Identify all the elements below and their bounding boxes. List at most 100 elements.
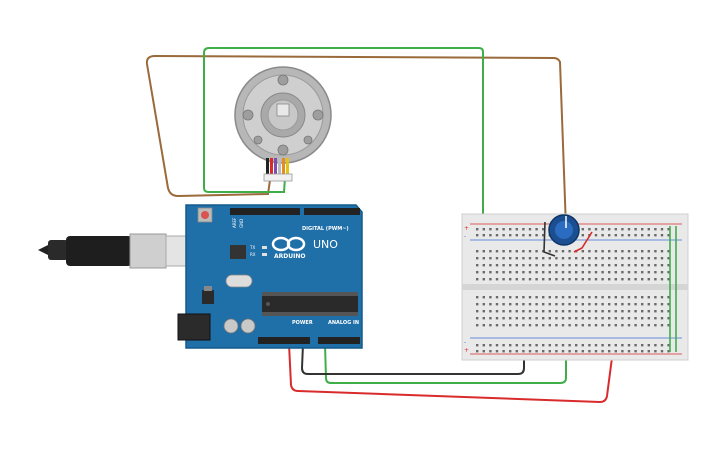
breadboard-hole[interactable] (594, 228, 598, 231)
breadboard-hole[interactable] (548, 257, 551, 260)
breadboard-hole[interactable] (575, 296, 578, 299)
breadboard-hole[interactable] (614, 250, 617, 253)
breadboard-hole[interactable] (575, 257, 578, 260)
breadboard-hole[interactable] (495, 317, 499, 320)
breadboard-hole[interactable] (561, 303, 565, 306)
breadboard-hole[interactable] (575, 271, 578, 274)
breadboard-hole[interactable] (614, 344, 617, 347)
breadboard-hole[interactable] (568, 350, 571, 353)
breadboard-hole[interactable] (495, 250, 499, 253)
breadboard-hole[interactable] (542, 257, 545, 260)
breadboard-hole[interactable] (594, 264, 598, 267)
breadboard-hole[interactable] (522, 296, 525, 299)
breadboard-hole[interactable] (588, 228, 591, 231)
breadboard-hole[interactable] (495, 303, 499, 306)
breadboard-hole[interactable] (601, 257, 604, 260)
breadboard-hole[interactable] (535, 234, 538, 237)
breadboard-hole[interactable] (647, 310, 650, 313)
breadboard-hole[interactable] (627, 264, 631, 267)
breadboard-hole[interactable] (476, 324, 479, 327)
breadboard-hole[interactable] (522, 278, 525, 281)
breadboard-hole[interactable] (555, 350, 558, 353)
breadboard-hole[interactable] (509, 344, 512, 347)
breadboard-hole[interactable] (509, 324, 512, 327)
breadboard-hole[interactable] (482, 264, 485, 267)
breadboard-hole[interactable] (594, 271, 598, 274)
breadboard-hole[interactable] (667, 310, 670, 313)
breadboard-hole[interactable] (515, 344, 518, 347)
breadboard-hole[interactable] (476, 310, 479, 313)
breadboard-hole[interactable] (581, 344, 584, 347)
breadboard-hole[interactable] (667, 271, 670, 274)
breadboard-hole[interactable] (515, 264, 518, 267)
breadboard-hole[interactable] (588, 271, 591, 274)
breadboard-hole[interactable] (515, 250, 518, 253)
breadboard-hole[interactable] (654, 310, 657, 313)
breadboard-hole[interactable] (542, 228, 545, 231)
breadboard-hole[interactable] (522, 234, 525, 237)
breadboard-hole[interactable] (502, 350, 505, 353)
breadboard-hole[interactable] (654, 271, 657, 274)
breadboard-hole[interactable] (614, 264, 617, 267)
breadboard-hole[interactable] (528, 324, 532, 327)
breadboard-hole[interactable] (568, 264, 571, 267)
breadboard-hole[interactable] (568, 303, 571, 306)
breadboard-hole[interactable] (627, 317, 631, 320)
servo-motor-icon[interactable] (234, 66, 332, 182)
breadboard-hole[interactable] (476, 303, 479, 306)
breadboard-hole[interactable] (581, 257, 584, 260)
breadboard-hole[interactable] (476, 257, 479, 260)
breadboard-hole[interactable] (641, 257, 644, 260)
breadboard-hole[interactable] (608, 344, 611, 347)
breadboard-hole[interactable] (495, 271, 499, 274)
breadboard-hole[interactable] (660, 271, 664, 274)
breadboard-hole[interactable] (594, 310, 598, 313)
breadboard-hole[interactable] (482, 278, 485, 281)
breadboard-hole[interactable] (555, 317, 558, 320)
breadboard-hole[interactable] (641, 250, 644, 253)
breadboard-hole[interactable] (581, 271, 584, 274)
breadboard-hole[interactable] (654, 317, 657, 320)
breadboard-hole[interactable] (542, 344, 545, 347)
breadboard-hole[interactable] (634, 234, 637, 237)
breadboard-hole[interactable] (515, 257, 518, 260)
breadboard-hole[interactable] (528, 303, 532, 306)
breadboard-hole[interactable] (601, 324, 604, 327)
breadboard-hole[interactable] (575, 264, 578, 267)
breadboard-hole[interactable] (641, 317, 644, 320)
breadboard-hole[interactable] (575, 278, 578, 281)
breadboard-hole[interactable] (548, 350, 551, 353)
breadboard-hole[interactable] (548, 264, 551, 267)
breadboard-hole[interactable] (660, 317, 664, 320)
breadboard-hole[interactable] (542, 296, 545, 299)
breadboard-hole[interactable] (515, 310, 518, 313)
breadboard-hole[interactable] (542, 264, 545, 267)
breadboard-hole[interactable] (495, 296, 499, 299)
breadboard-hole[interactable] (502, 324, 505, 327)
breadboard-hole[interactable] (542, 350, 545, 353)
breadboard-hole[interactable] (608, 296, 611, 299)
breadboard-hole[interactable] (482, 296, 485, 299)
breadboard-hole[interactable] (654, 296, 657, 299)
breadboard-hole[interactable] (528, 344, 532, 347)
breadboard-hole[interactable] (548, 344, 551, 347)
breadboard-hole[interactable] (561, 296, 565, 299)
breadboard-hole[interactable] (601, 228, 604, 231)
breadboard-hole[interactable] (581, 278, 584, 281)
breadboard-hole[interactable] (495, 344, 499, 347)
breadboard-hole[interactable] (555, 310, 558, 313)
red-power-wire[interactable] (288, 343, 614, 404)
breadboard-hole[interactable] (489, 278, 492, 281)
breadboard-hole[interactable] (482, 250, 485, 253)
breadboard-hole[interactable] (509, 271, 512, 274)
breadboard-hole[interactable] (509, 310, 512, 313)
breadboard-hole[interactable] (522, 250, 525, 253)
brown-signal-wire[interactable] (145, 54, 567, 229)
breadboard-hole[interactable] (621, 234, 624, 237)
breadboard-hole[interactable] (621, 271, 624, 274)
breadboard-hole[interactable] (502, 317, 505, 320)
breadboard-hole[interactable] (588, 296, 591, 299)
breadboard-hole[interactable] (654, 234, 657, 237)
breadboard-hole[interactable] (489, 324, 492, 327)
breadboard-hole[interactable] (575, 350, 578, 353)
